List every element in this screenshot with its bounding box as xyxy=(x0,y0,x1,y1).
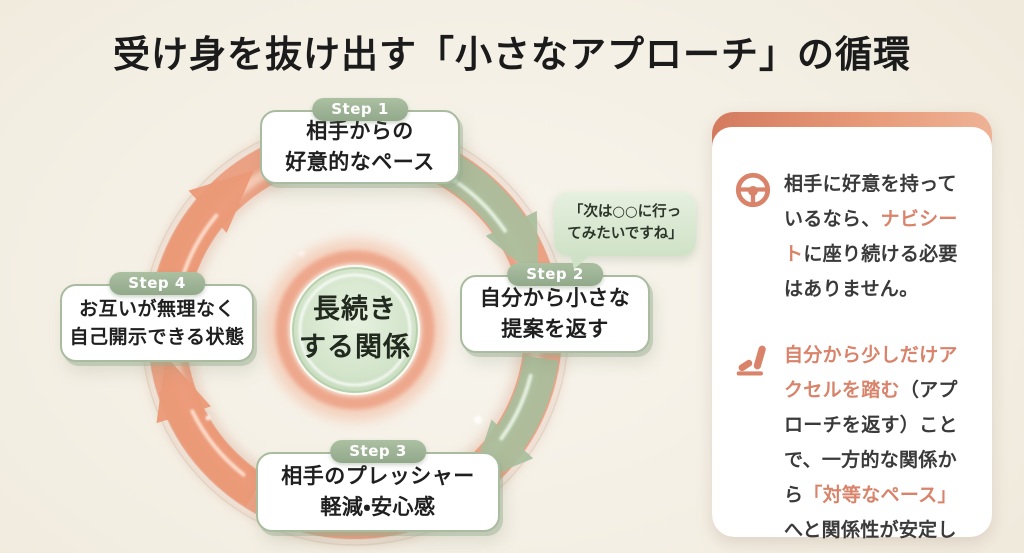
step-4-badge: Step 4 xyxy=(109,272,205,295)
notes-panel-body: 相手に好意を持っているなら、ナビシートに座り続ける必要はありません。 自分から少… xyxy=(712,127,992,541)
step-2-card: Step 2 自分から小さな 提案を返す xyxy=(460,263,650,353)
center-disc-edge xyxy=(292,267,418,393)
step-1-text: 相手からの 好意的なペース xyxy=(285,118,435,175)
step-1-badge: Step 1 xyxy=(312,98,408,121)
center-salmon-ring xyxy=(275,250,435,410)
center-glow xyxy=(264,239,446,421)
step-2-text: 自分から小さな 提案を返す xyxy=(479,285,631,342)
step-1-card: Step 1 相手からの 好意的なペース xyxy=(260,98,460,184)
step-3-badge: Step 3 xyxy=(330,440,426,463)
center-goal-label: 長続き する関係 xyxy=(299,294,411,364)
note-navigator-seat: 相手に好意を持っているなら、ナビシートに座り続ける必要はありません。 xyxy=(734,167,972,308)
page-title: 受け身を抜け出す「小さなアプローチ」の循環 xyxy=(113,33,911,76)
notes-panel: 相手に好意を持っているなら、ナビシートに座り続ける必要はありません。 自分から少… xyxy=(712,112,992,541)
step-3-card: Step 3 相手のプレッシャー 軽減・安心感 xyxy=(256,440,500,532)
note-navigator-seat-text: 相手に好意を持っているなら、ナビシートに座り続ける必要はありません。 xyxy=(784,173,958,301)
sparkle xyxy=(474,416,482,424)
arrow-step2-to-step3 xyxy=(469,355,559,485)
note-accelerator: 自分から少しだけアクセルを踏む（アプローチを返す）ことで、一方的な関係から「対等… xyxy=(734,338,972,553)
step-2-badge: Step 2 xyxy=(507,263,603,286)
steering-wheel-icon xyxy=(734,167,772,213)
center-inner-highlight xyxy=(298,273,412,387)
accelerator-pedal-icon xyxy=(734,338,772,384)
arrow-streak xyxy=(499,373,533,441)
step-3-text: 相手のプレッシャー 軽減・安心感 xyxy=(281,463,475,520)
arrow-step3-to-step4 xyxy=(156,355,265,507)
speech-bubble-text: 「次は○○に行っ てみたいですね」 xyxy=(567,204,683,243)
center-disc xyxy=(293,268,417,392)
step-4-card: Step 4 お互いが無理なく 自己開示できる状態 xyxy=(60,272,254,362)
sparkle xyxy=(205,415,211,421)
speech-bubble: 「次は○○に行っ てみたいですね」 xyxy=(554,192,696,256)
step-4-text: お互いが無理なく 自己開示できる状態 xyxy=(69,297,245,349)
arrow-streak xyxy=(190,409,246,477)
note-accelerator-text: 自分から少しだけアクセルを踏む（アプローチを返す）ことで、一方的な関係から「対等… xyxy=(784,343,958,542)
